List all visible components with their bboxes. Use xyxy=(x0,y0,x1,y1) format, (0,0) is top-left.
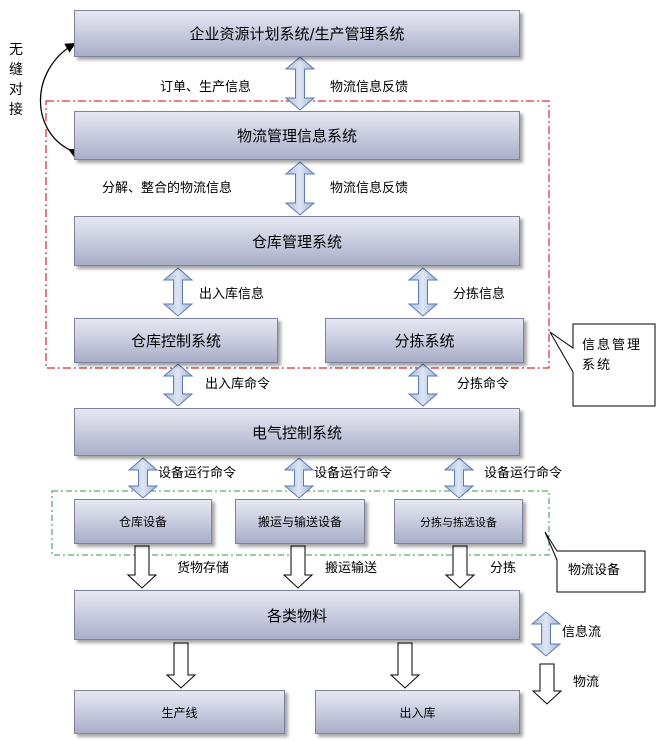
legend-material-flow-label: 物流 xyxy=(573,675,600,690)
sorting-label: 分拣 xyxy=(490,561,517,576)
hollow-down-arrow-icon xyxy=(444,545,476,589)
legend-info-flow-label: 信息流 xyxy=(562,625,602,640)
electric-ctrl-box: 电气控制系统 xyxy=(74,408,520,456)
conveying-label: 搬运输送 xyxy=(325,561,378,576)
hollow-down-arrow-icon xyxy=(165,642,197,689)
warehouse-equip-box: 仓库设备 xyxy=(74,499,212,544)
logistics-equip-callout xyxy=(544,531,646,593)
warehouse-ctrl-box: 仓库控制系统 xyxy=(74,318,278,363)
equip-cmd-label-1: 设备运行命令 xyxy=(158,466,237,481)
inout-info-label: 出入库信息 xyxy=(199,287,265,302)
decompose-label: 分解、整合的物流信息 xyxy=(102,181,233,196)
equip-cmd-label-2: 设备运行命令 xyxy=(314,466,393,481)
sorting-sys-box: 分拣系统 xyxy=(325,318,524,363)
production-line-box: 生产线 xyxy=(74,690,285,734)
double-arrow-icon xyxy=(284,161,316,216)
logistics-equip-callout-text: 物流设备 xyxy=(568,563,621,578)
sort-info-label: 分拣信息 xyxy=(453,287,506,302)
equip-cmd-label-3: 设备运行命令 xyxy=(484,466,563,481)
double-arrow-icon xyxy=(284,56,316,111)
double-arrow-icon xyxy=(162,363,194,407)
materials-box: 各类物料 xyxy=(74,590,520,640)
order-info-label: 订单、生产信息 xyxy=(160,80,252,95)
conveying-equip-box: 搬运与输送设备 xyxy=(235,499,365,544)
hollow-down-arrow-icon xyxy=(389,642,421,689)
double-arrow-icon xyxy=(407,363,439,407)
lmis-box: 物流管理信息系统 xyxy=(74,111,520,160)
info-mgmt-callout-text: 信息管理系统 xyxy=(582,338,643,373)
curved-arrow-icon xyxy=(39,42,80,159)
hollow-down-arrow-icon xyxy=(282,545,314,589)
feedback-label-2: 物流信息反馈 xyxy=(330,181,409,196)
double-arrow-icon xyxy=(530,611,562,657)
double-arrow-icon xyxy=(127,457,159,499)
hollow-down-arrow-icon xyxy=(531,663,563,705)
storage-label: 货物存储 xyxy=(177,561,230,576)
double-arrow-icon xyxy=(407,267,439,317)
double-arrow-icon xyxy=(443,457,475,499)
wms-box: 仓库管理系统 xyxy=(74,216,520,266)
inout-cmd-label: 出入库命令 xyxy=(205,377,271,392)
seamless-label: 无缝对接 xyxy=(9,42,23,118)
sort-cmd-label: 分拣命令 xyxy=(457,377,510,392)
feedback-label-1: 物流信息反馈 xyxy=(330,80,409,95)
in-out-box: 出入库 xyxy=(315,690,520,734)
double-arrow-icon xyxy=(162,267,194,317)
info-mgmt-callout xyxy=(549,323,656,407)
hollow-down-arrow-icon xyxy=(126,545,158,589)
erp-box: 企业资源计划系统/生产管理系统 xyxy=(74,10,520,57)
double-arrow-icon xyxy=(283,457,315,499)
sorting-equip-box: 分拣与拣选设备 xyxy=(394,499,523,544)
